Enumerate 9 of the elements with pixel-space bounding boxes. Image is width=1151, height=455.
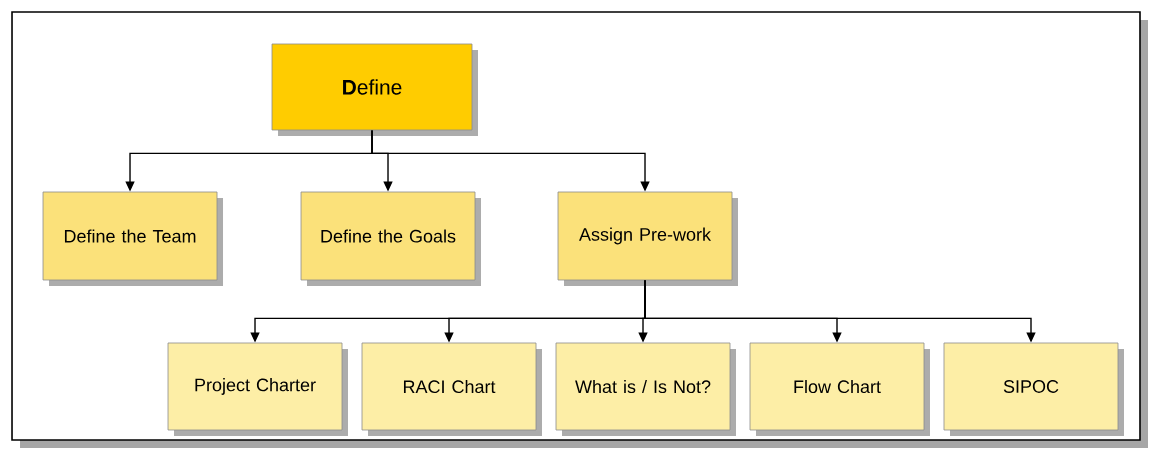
process-box: Flow Chart <box>749 342 930 436</box>
process-box: RACI Chart <box>361 342 542 436</box>
process-box: What is / Is Not? <box>555 342 736 436</box>
title-box: Define <box>271 43 478 136</box>
process-box: Project Charter <box>167 342 348 436</box>
process-box: Assign Pre-work <box>557 191 738 286</box>
process-box: Define the Team <box>42 191 223 286</box>
process-box: Define the Goals <box>300 191 481 286</box>
process-box: SIPOC <box>943 342 1124 436</box>
